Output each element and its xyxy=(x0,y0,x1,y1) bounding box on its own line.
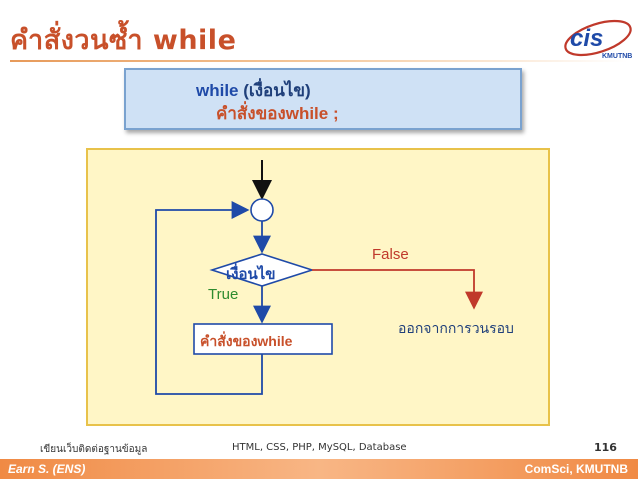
code-while-line: while (เงื่อนไข) xyxy=(196,77,311,104)
true-label: True xyxy=(208,286,239,303)
page-number: 116 xyxy=(594,441,617,454)
while-keyword: while xyxy=(196,81,239,100)
cis-logo: cis KMUTNB xyxy=(564,19,632,60)
false-arrow xyxy=(312,269,483,310)
exit-label: ออกจากการวนรอบ xyxy=(398,320,514,336)
footer-topics: HTML, CSS, PHP, MySQL, Database xyxy=(232,442,407,453)
code-statement-line: คำสั่งของwhile ; xyxy=(216,104,339,123)
connector-node xyxy=(250,198,274,222)
statement-label: คำสั่งของwhile xyxy=(200,333,293,349)
footer-org: ComSci, KMUTNB xyxy=(524,462,628,476)
footer-course: เขียนเว็บติดต่อฐานข้อมูล xyxy=(40,444,148,455)
false-label: False xyxy=(372,246,409,263)
condition-label: เงื่อนไข xyxy=(226,266,276,283)
footer-author: Earn S. (ENS) xyxy=(8,462,86,476)
flowchart-panel xyxy=(86,148,550,426)
page-title: คำสั่งวนซ้ำ while xyxy=(10,25,237,56)
logo-text: cis xyxy=(570,25,603,52)
while-condition: (เงื่อนไข) xyxy=(238,81,311,100)
code-syntax-box: while (เงื่อนไข) คำสั่งของwhile ; xyxy=(124,68,522,130)
logo-subtext: KMUTNB xyxy=(602,53,632,60)
loop-back-line xyxy=(155,201,263,395)
statement-box xyxy=(193,323,333,355)
title-divider xyxy=(10,60,628,62)
bottom-bar: Earn S. (ENS) ComSci, KMUTNB xyxy=(0,459,638,479)
